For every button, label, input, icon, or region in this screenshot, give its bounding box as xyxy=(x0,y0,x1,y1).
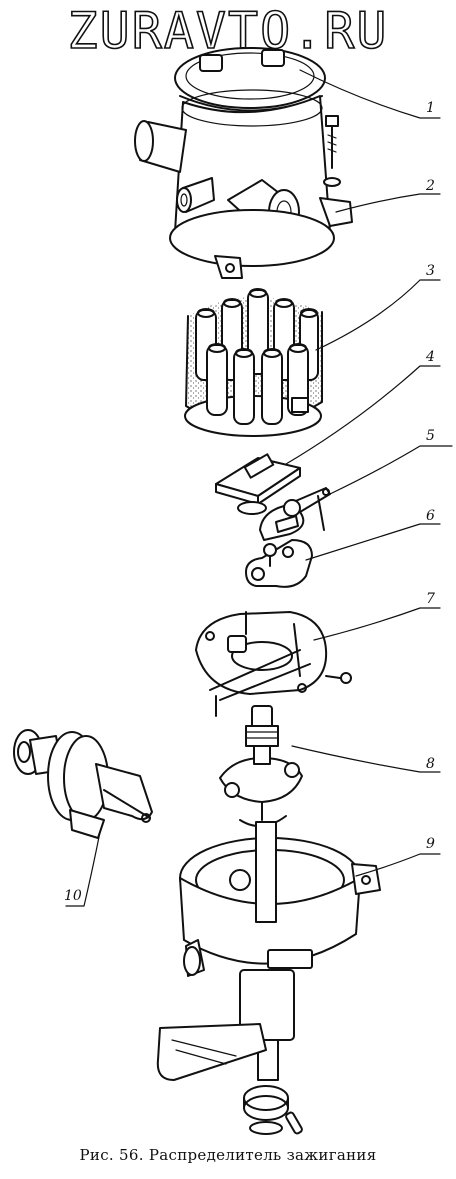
callout-5: 5 xyxy=(426,428,435,444)
callout-8: 8 xyxy=(426,756,435,772)
leader-lines xyxy=(65,69,453,907)
callout-2: 2 xyxy=(425,178,435,194)
part-distributor-cap xyxy=(184,288,323,437)
callout-9: 9 xyxy=(426,836,435,852)
part-base-plate xyxy=(195,611,352,717)
callout-4: 4 xyxy=(425,349,435,365)
part-cap-body xyxy=(134,89,353,279)
callout-10: 10 xyxy=(64,888,82,904)
callout-1: 1 xyxy=(426,100,435,116)
callout-7: 7 xyxy=(426,591,435,607)
callout-6: 6 xyxy=(426,508,435,524)
callout-labels: 1 2 3 4 5 6 7 8 9 10 xyxy=(64,100,435,904)
part-breaker-plate xyxy=(245,539,313,588)
part-rotor xyxy=(215,453,301,515)
part-housing xyxy=(156,821,381,1135)
callout-3: 3 xyxy=(426,263,435,279)
part-vacuum-regulator xyxy=(13,729,153,839)
figure-caption: Рис. 56. Распределитель зажигания xyxy=(79,1146,377,1164)
part-contact-arm xyxy=(259,487,331,541)
part-shaft-weights xyxy=(219,705,303,827)
part-cover xyxy=(174,47,326,112)
